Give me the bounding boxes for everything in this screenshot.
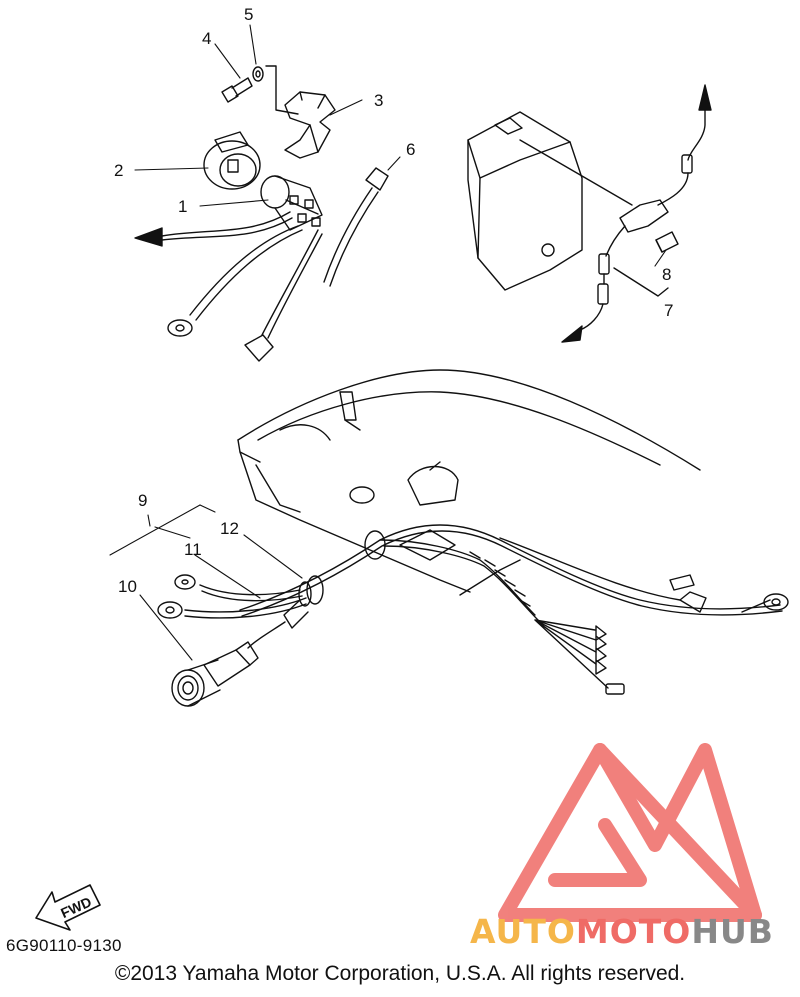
fuse-holder-part-7: [519, 84, 712, 343]
part-code: 6G90110-9130: [6, 936, 122, 955]
callout-labels: 1 2 3 4 5 6 7 8 9 10 11 12: [114, 5, 673, 596]
copyright-notice: ©2013 Yamaha Motor Corporation, U.S.A. A…: [114, 962, 686, 985]
washer-part-5: [252, 66, 264, 82]
relay-wires: [134, 211, 323, 362]
callout-11: 11: [184, 540, 202, 559]
watermark-moto: MOTO: [575, 912, 692, 951]
harness-leads: [157, 574, 324, 649]
relay-cover-part-2: [203, 131, 261, 190]
leader-lines: [109, 24, 667, 661]
bracket-part-3: [284, 91, 336, 159]
callout-3: 3: [374, 91, 383, 110]
callout-8: 8: [662, 265, 671, 284]
callout-7: 7: [664, 301, 673, 320]
callout-1: 1: [178, 197, 187, 216]
callout-4: 4: [202, 29, 211, 48]
bolt-part-4: [221, 77, 253, 103]
cowling: [237, 369, 701, 596]
electrical-box: [467, 111, 583, 291]
callout-2: 2: [114, 161, 123, 180]
callout-6: 6: [406, 140, 415, 159]
callout-9: 9: [138, 491, 147, 510]
watermark-text: AUTOMOTOHUB: [470, 912, 774, 951]
watermark-hub: HUB: [691, 912, 774, 951]
fwd-arrow: FWD: [35, 884, 101, 931]
callout-5: 5: [244, 5, 253, 24]
wire-harness: [239, 524, 789, 695]
callout-10: 10: [118, 577, 137, 596]
bracket-line: [265, 65, 299, 115]
watermark-auto: AUTO: [470, 912, 576, 951]
watermark-logo: [498, 743, 762, 922]
callout-12: 12: [220, 519, 239, 538]
lead-wire-part-6: [323, 167, 389, 287]
socket-part-10: [171, 641, 259, 707]
fuse-part-8: [655, 231, 679, 253]
starter-relay-part-1: [260, 175, 323, 231]
